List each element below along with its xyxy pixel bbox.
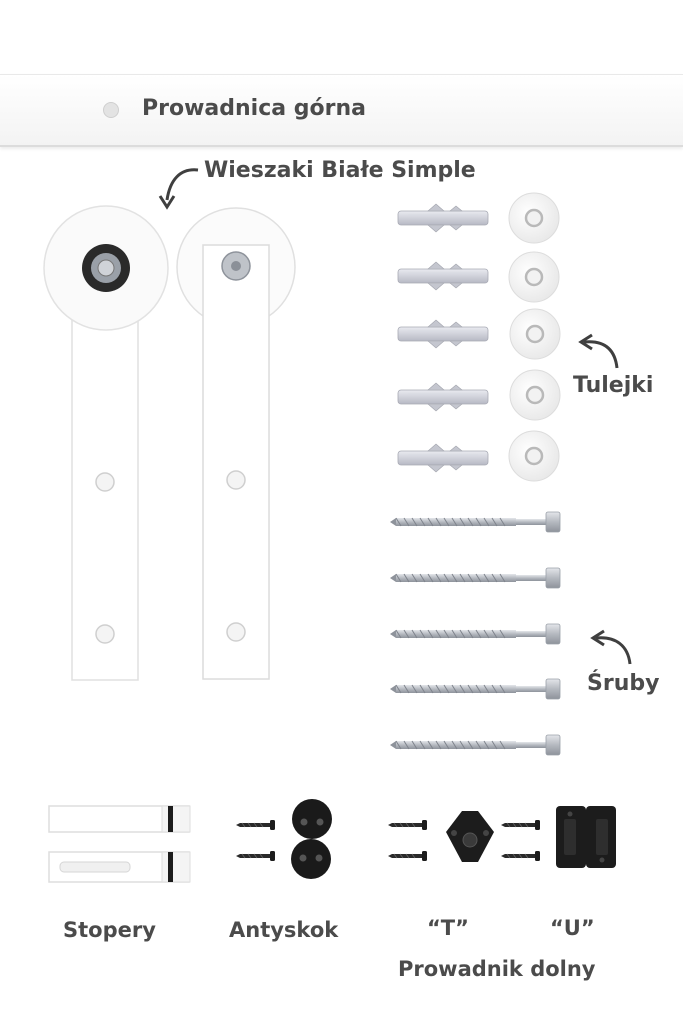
curved-arrow-icon xyxy=(583,340,619,369)
screws xyxy=(389,511,561,756)
top-rail xyxy=(0,74,683,147)
t-floor-guide xyxy=(387,811,494,862)
stoppers-label: Stopery xyxy=(63,918,156,942)
hanger-right xyxy=(176,207,296,680)
anti-jump-label: Antyskok xyxy=(229,918,339,942)
curved-arrow-icon xyxy=(595,636,632,665)
u-guide-label: “U” xyxy=(550,916,595,940)
top-rail-label: Prowadnica górna xyxy=(142,96,366,121)
u-floor-guide xyxy=(500,806,616,868)
stoppers xyxy=(48,805,191,883)
rail-hole xyxy=(103,102,119,118)
bushings xyxy=(507,191,562,483)
bushings-label: Tulejki xyxy=(573,373,654,398)
hanger-left xyxy=(43,205,169,681)
wall-anchors xyxy=(397,203,489,473)
hangers-label: Wieszaki Białe Simple xyxy=(204,158,476,183)
curved-arrow-icon xyxy=(158,195,176,210)
screws-label: Śruby xyxy=(587,671,660,696)
curved-arrow-icon xyxy=(578,333,593,351)
curved-arrow-icon xyxy=(165,168,199,201)
curved-arrow-icon xyxy=(590,629,605,647)
anti-jump-kit xyxy=(235,799,332,879)
t-guide-label: “T” xyxy=(427,916,469,940)
floor-guide-label: Prowadnik dolny xyxy=(398,957,596,981)
